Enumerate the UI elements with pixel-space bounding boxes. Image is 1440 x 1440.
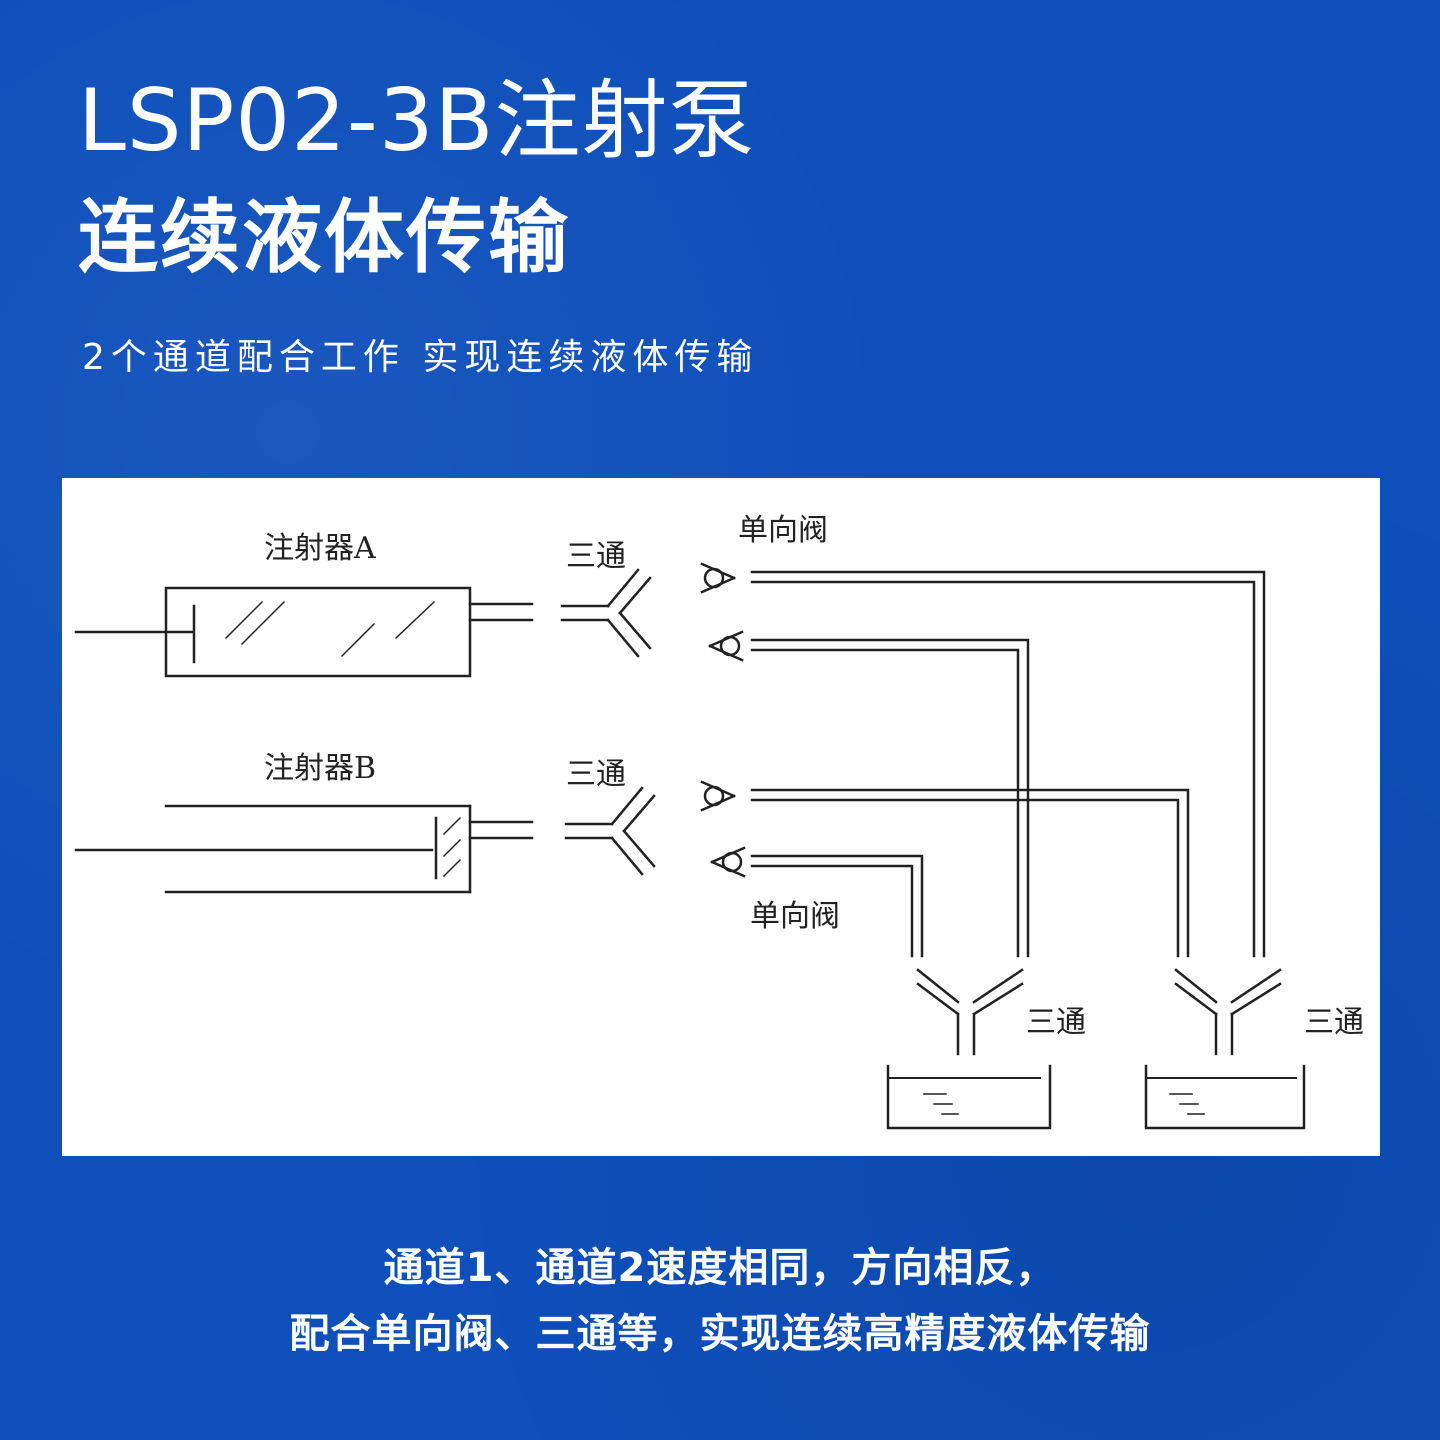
label-syringe-a: 注射器A xyxy=(264,531,376,566)
check-valve-4 xyxy=(710,846,746,878)
tube-4 xyxy=(750,854,924,958)
tube-2 xyxy=(750,638,1030,958)
footer-line-1: 通道1、通道2速度相同，方向相反， xyxy=(383,1245,1057,1291)
tube-3 xyxy=(750,788,1190,958)
label-tee-out-left: 三通 xyxy=(1026,1005,1086,1040)
label-tee-b: 三通 xyxy=(566,757,626,792)
syringe-a xyxy=(74,586,534,678)
page-subtitle: 连续液体传输 xyxy=(78,191,570,284)
tee-out-left xyxy=(916,968,1024,1056)
footer-line-2: 配合单向阀、三通等，实现连续高精度液体传输 xyxy=(289,1311,1151,1357)
label-syringe-b: 注射器B xyxy=(264,751,376,786)
label-tee-out-right: 三通 xyxy=(1304,1005,1364,1040)
tee-a xyxy=(560,568,652,658)
label-check-valve-top: 单向阀 xyxy=(738,513,828,548)
check-valve-3 xyxy=(700,780,736,812)
label-check-valve-bottom: 单向阀 xyxy=(750,899,840,934)
flow-diagram: 注射器A 注射器B 三通 三通 单向阀 单向阀 三通 三通 xyxy=(74,513,1364,1130)
tagline: 2个通道配合工作 实现连续液体传输 xyxy=(82,337,759,378)
page-title: LSP02-3B注射泵 xyxy=(78,71,756,171)
container-right xyxy=(1144,1064,1306,1130)
tee-out-right xyxy=(1174,968,1282,1056)
check-valve-1 xyxy=(700,562,736,594)
tube-1 xyxy=(750,570,1266,958)
label-tee-a: 三通 xyxy=(566,539,626,574)
container-left xyxy=(886,1064,1052,1130)
syringe-b xyxy=(74,804,534,894)
check-valve-2 xyxy=(708,630,744,662)
diagram-panel: 注射器A 注射器B 三通 三通 单向阀 单向阀 三通 三通 xyxy=(62,478,1380,1156)
syringe-a-barrel xyxy=(164,586,472,678)
tee-b xyxy=(564,786,656,876)
